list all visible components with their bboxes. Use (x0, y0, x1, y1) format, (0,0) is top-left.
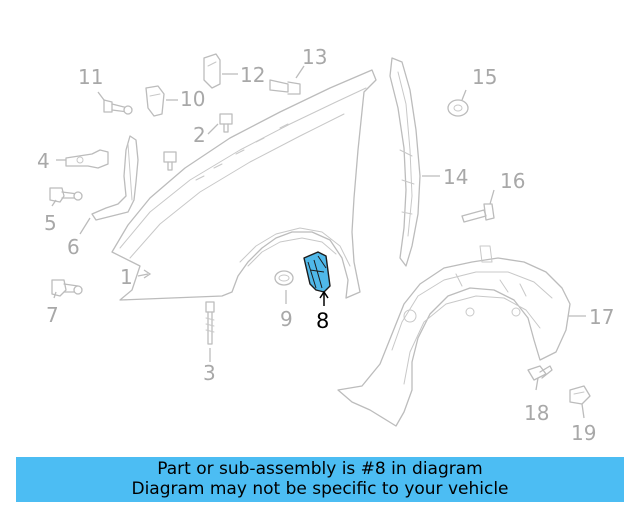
bolt-2 (219, 113, 233, 133)
callout-18: 18 (524, 401, 549, 425)
callout-7: 7 (46, 303, 59, 327)
callout-arrows (51, 65, 586, 419)
bolt-7 (51, 279, 83, 297)
callout-3: 3 (203, 361, 216, 385)
highlighted-part-8[interactable] (303, 251, 331, 293)
callout-arrow-8 (319, 290, 329, 306)
screw-18 (527, 365, 553, 381)
parts-diagram: 1 2 3 4 5 6 7 8 9 10 11 12 13 14 15 16 1… (37, 45, 614, 445)
hinge-bracket (65, 149, 109, 169)
callout-4: 4 (37, 149, 50, 173)
callout-5: 5 (44, 211, 57, 235)
callout-19: 19 (571, 421, 596, 445)
callout-2: 2 (193, 123, 206, 147)
banner-line-2: Diagram may not be specific to your vehi… (131, 479, 509, 499)
clip-10 (145, 85, 165, 117)
callout-12: 12 (240, 63, 265, 87)
callout-6: 6 (67, 235, 80, 259)
cap-15 (447, 99, 469, 117)
callout-13: 13 (302, 45, 327, 69)
bolt-2b (163, 151, 177, 171)
callout-16: 16 (500, 169, 525, 193)
clip-12 (203, 53, 221, 89)
callout-10: 10 (180, 87, 205, 111)
callout-1: 1 (120, 265, 133, 289)
bolt-5 (49, 187, 83, 203)
callout-17: 17 (589, 305, 614, 329)
fender-bracket (91, 135, 139, 221)
fender-seal-14 (389, 57, 421, 267)
bolt-11 (103, 99, 133, 115)
callout-14: 14 (443, 165, 468, 189)
callout-8: 8 (316, 309, 329, 333)
callout-11: 11 (78, 65, 103, 89)
wheel-liner-17 (337, 245, 571, 427)
screw-3 (205, 301, 215, 345)
callout-9: 9 (280, 307, 293, 331)
nut-9 (274, 270, 294, 286)
info-banner: Part or sub-assembly is #8 in diagram Di… (16, 457, 624, 502)
fender-part (111, 69, 377, 301)
bolt-16 (461, 203, 495, 223)
bolt-13 (269, 79, 301, 95)
clip-19 (569, 385, 591, 405)
callout-15: 15 (472, 65, 497, 89)
banner-line-1: Part or sub-assembly is #8 in diagram (157, 459, 483, 479)
